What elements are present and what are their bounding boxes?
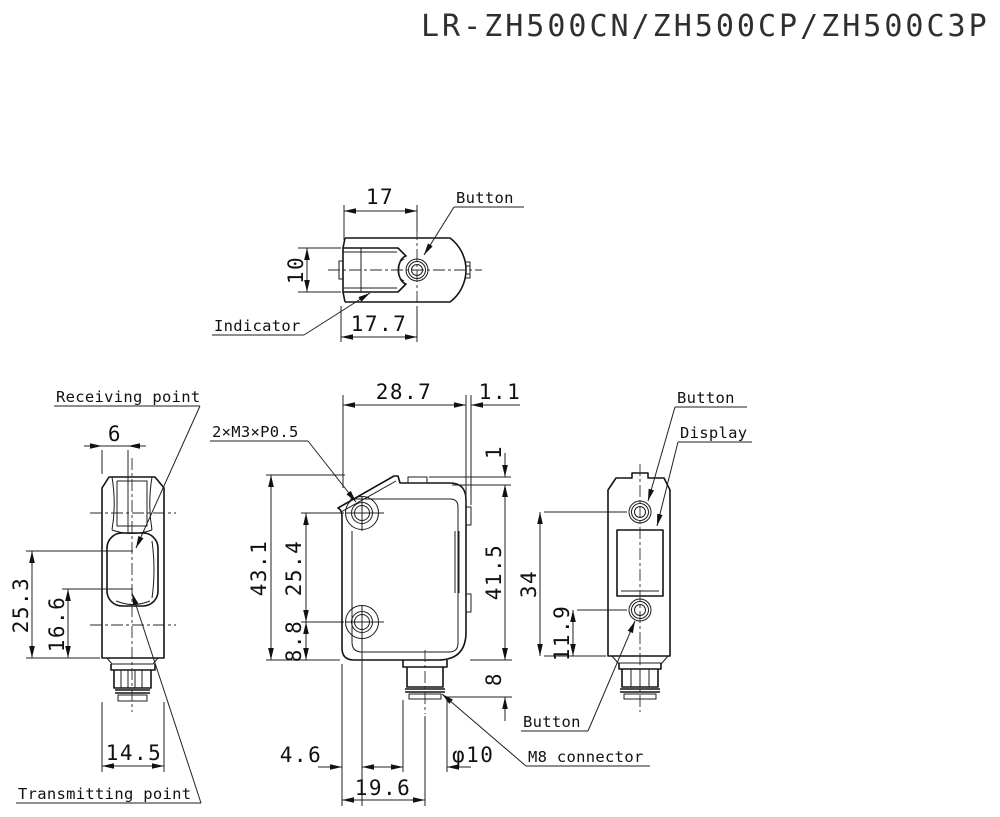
leader-rear-button-top <box>647 406 676 502</box>
label-m8-connector: M8 connector <box>528 748 644 766</box>
front-view: 6 25.3 16.6 14.5 Receiving point Transmi… <box>9 388 202 804</box>
label-button-top-view: Button <box>456 189 514 207</box>
label-display: Display <box>680 424 747 442</box>
dim-top-height: 10 <box>284 256 308 284</box>
dim-receiving-height: 25.3 <box>9 577 33 634</box>
dim-transmitting-height: 16.6 <box>45 596 69 653</box>
front-view-lens-window <box>106 532 159 607</box>
dim-hole-pitch: 25.4 <box>282 540 306 597</box>
top-view-centerlines <box>328 228 482 320</box>
front-view-shoulders <box>102 657 164 665</box>
side-view-rear-tab-top <box>465 506 472 526</box>
leader-button-top-view <box>423 206 455 256</box>
side-view-extension-lines <box>266 395 512 806</box>
rear-view: 34 11.9 Button Display Button <box>517 389 752 732</box>
label-indicator: Indicator <box>214 317 301 335</box>
dim-top-width-overall: 17.7 <box>351 312 408 336</box>
leader-rear-button-bottom <box>587 620 636 732</box>
side-view-top-tab <box>407 476 428 484</box>
page-title: LR-ZH500CN/ZH500CP/ZH500C3P <box>421 9 990 44</box>
dim-depth: 28.7 <box>376 380 433 404</box>
dim-tab-protrusion: 1.1 <box>479 380 521 404</box>
leader-m8-connector <box>441 693 527 767</box>
front-view-connector-knurls <box>120 670 143 688</box>
front-view-hood-window <box>111 476 153 534</box>
side-view: 28.7 1.1 1 41.5 8 43.1 25.4 8.8 4.6 φ10 … <box>210 380 650 806</box>
dim-hole-bottom-offset: 8.8 <box>282 620 306 662</box>
dim-hole-front-offset: 4.6 <box>280 743 322 767</box>
leader-receiving-point <box>135 405 201 549</box>
dim-overall-height: 43.1 <box>247 540 271 597</box>
front-view-body-outline <box>101 476 165 659</box>
rear-view-extension-lines <box>544 511 627 657</box>
top-view-chamfers <box>342 237 346 303</box>
side-view-hood-line <box>340 480 397 513</box>
rear-button-top-mid <box>631 503 649 521</box>
side-view-rear-tab-bottom <box>465 593 472 613</box>
dim-tab-height: 1 <box>482 445 506 459</box>
top-view-head-details <box>343 248 405 292</box>
top-view-extension-lines <box>298 205 418 342</box>
leader-transmitting-point <box>131 592 202 804</box>
dim-button-span: 34 <box>517 570 541 598</box>
label-rear-button-bottom: Button <box>523 713 581 731</box>
front-view-connector-rings <box>115 689 150 694</box>
side-view-display-edge <box>454 531 460 593</box>
leader-mounting-holes <box>307 440 357 503</box>
label-mounting-holes: 2×M3×P0.5 <box>212 423 299 441</box>
leader-display <box>656 441 679 527</box>
label-transmitting-point: Transmitting point <box>18 785 191 803</box>
top-view: 17 10 17.7 Button Indicator <box>212 185 524 342</box>
label-rear-button-top: Button <box>677 389 735 407</box>
dim-connector-height: 8 <box>482 672 506 686</box>
dim-top-width: 17 <box>366 185 394 209</box>
front-view-connector-flange <box>110 664 156 671</box>
front-view-connector-body <box>113 670 152 689</box>
rear-view-body-outline <box>607 472 671 657</box>
dim-body-height: 41.5 <box>482 544 506 601</box>
front-view-extension-lines <box>26 450 165 772</box>
top-view-head-outline <box>342 247 407 293</box>
front-view-centerlines <box>90 458 176 712</box>
side-view-inner-contour <box>350 498 459 653</box>
dim-connector-diameter: φ10 <box>452 743 494 767</box>
label-receiving-point: Receiving point <box>56 388 200 406</box>
front-view-connector-tip <box>117 694 148 702</box>
leader-indicator <box>303 292 371 336</box>
mounting-hole-crosshairs <box>345 496 384 640</box>
dim-connector-center-offset: 19.6 <box>355 776 412 800</box>
dim-front-width: 14.5 <box>106 741 163 765</box>
dim-button-bottom-offset: 11.9 <box>550 605 574 662</box>
dim-axis-offset: 6 <box>108 422 122 446</box>
side-view-connector-rings <box>405 688 445 693</box>
